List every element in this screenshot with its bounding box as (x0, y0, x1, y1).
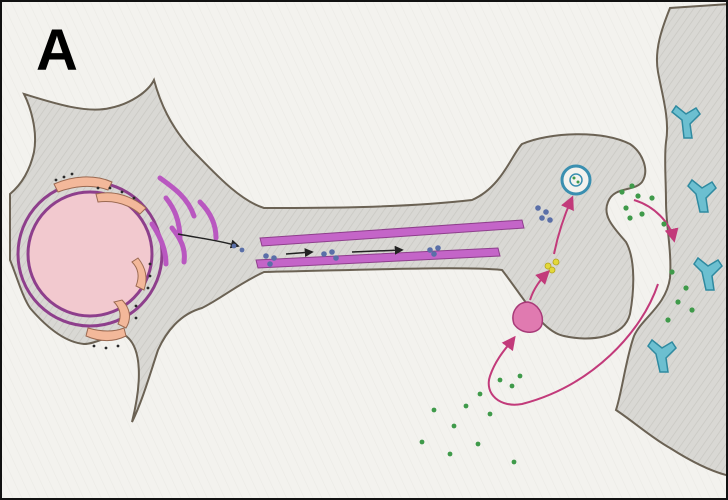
panel-label: A (36, 22, 78, 80)
dense-core-vesicle (562, 166, 590, 194)
